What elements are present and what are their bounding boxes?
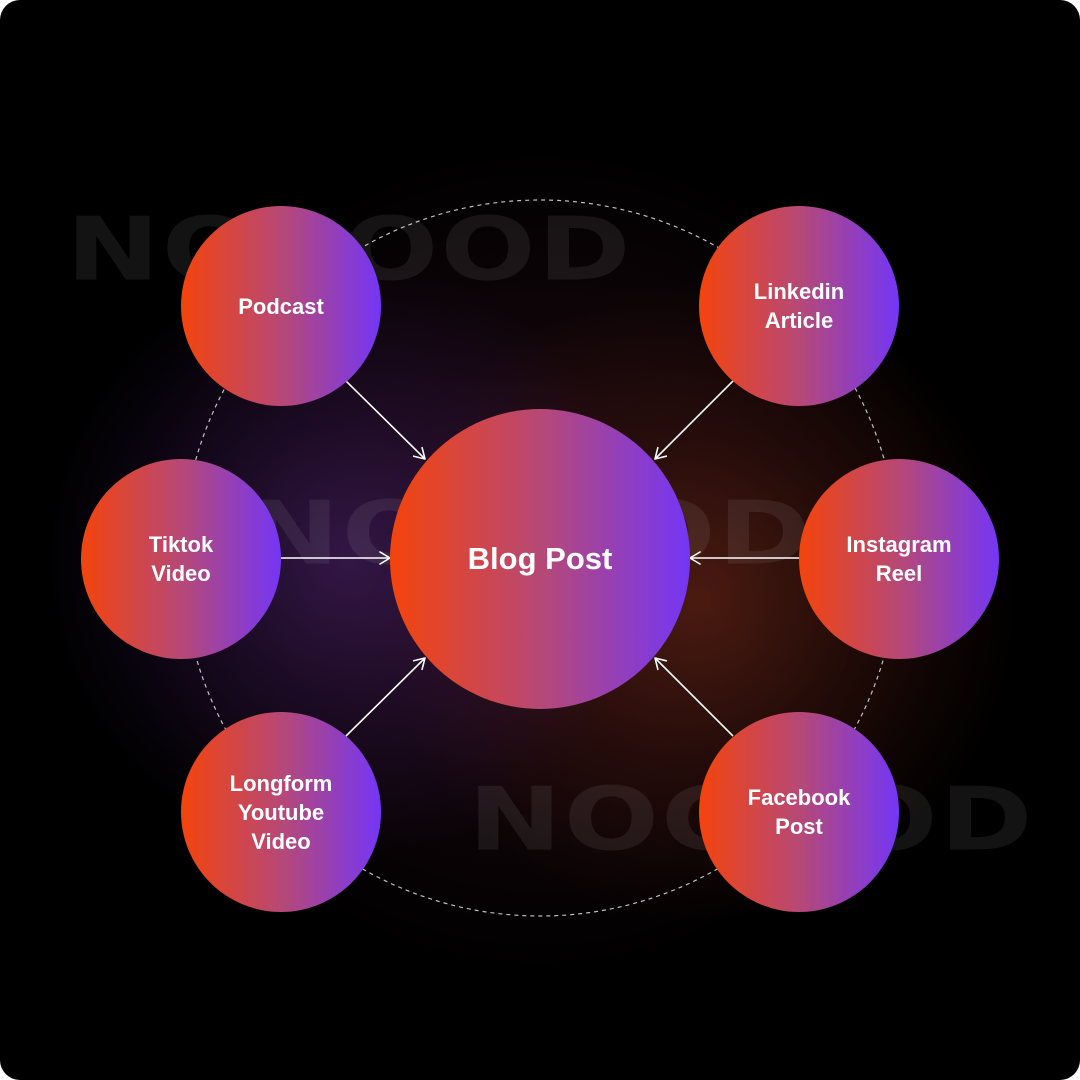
connector-arrow-podcast xyxy=(345,380,426,460)
node-label-tiktok: Tiktok Video xyxy=(148,532,214,586)
connector-arrow-longform xyxy=(345,657,426,737)
center-node-label: Blog Post xyxy=(467,541,613,576)
node-label-podcast: Podcast xyxy=(238,293,324,319)
node-label-longform: Longform Youtube Video xyxy=(229,770,333,854)
node-label-instagram: Instagram Reel xyxy=(846,532,952,586)
connector-arrow-facebook xyxy=(654,657,734,737)
node-instagram-reel: Instagram Reel xyxy=(799,459,999,659)
node-tiktok-video: Tiktok Video xyxy=(81,459,281,659)
connector-arrow-linkedin xyxy=(654,380,734,460)
node-facebook-post: Facebook Post xyxy=(699,712,899,912)
node-longform-youtube-video: Longform Youtube Video xyxy=(181,712,381,912)
node-label-linkedin: Linkedin Article xyxy=(753,279,845,333)
node-label-facebook: Facebook Post xyxy=(747,785,851,839)
node-linkedin-article: Linkedin Article xyxy=(699,206,899,406)
node-podcast: Podcast xyxy=(181,206,381,406)
center-node-blog-post: Blog Post xyxy=(390,409,690,709)
